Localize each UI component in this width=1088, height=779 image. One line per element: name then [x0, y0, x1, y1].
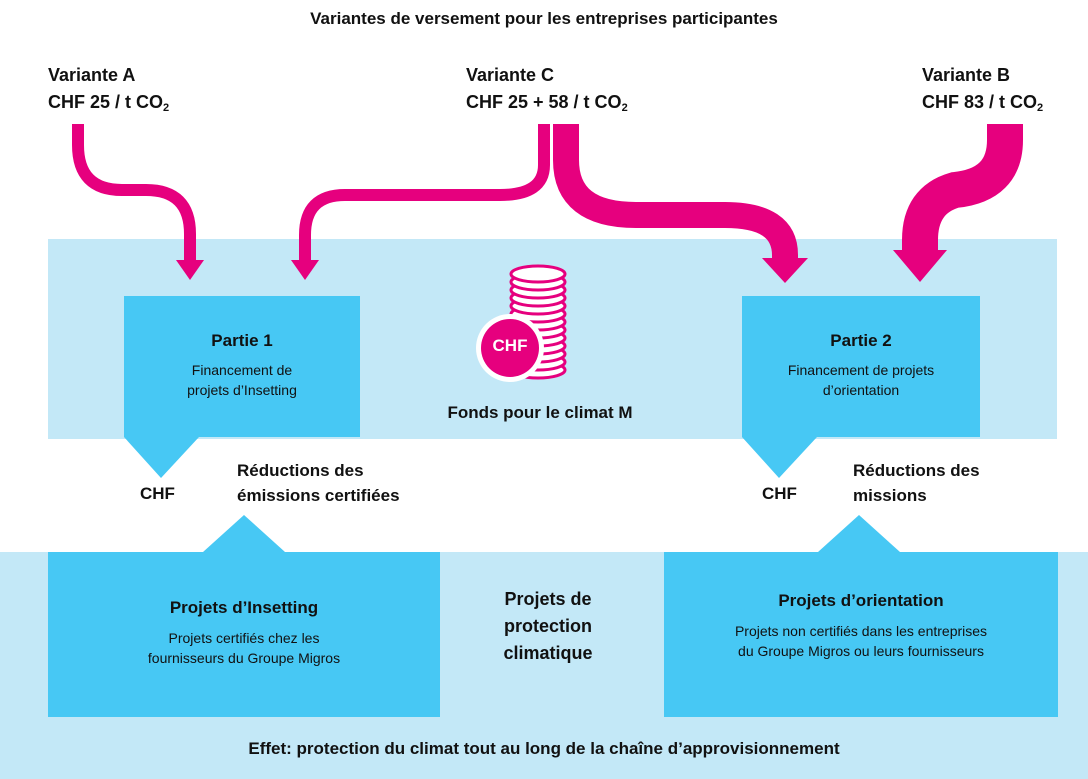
coin-face [481, 319, 539, 377]
arrow-b-head [893, 250, 947, 282]
variant-c-label: Variante C CHF 25 + 58 / t CO2 [466, 62, 628, 122]
insetting-title: Projets d’Insetting [169, 598, 319, 617]
part1-panel-chevron [124, 437, 199, 478]
part1-panel-box [124, 296, 360, 437]
part2-panel-box [742, 296, 980, 437]
insetting-desc-line1: Projets certifiés chez les [168, 630, 320, 646]
left-reduction-line2: émissions certifiées [237, 486, 400, 505]
variant-b-label: Variante B CHF 83 / t CO2 [922, 62, 1043, 122]
part2-panel-chevron [742, 437, 817, 478]
insetting-panel-tab [203, 515, 285, 552]
variant-a-name: Variante A [48, 65, 136, 85]
left-chf-label: CHF [140, 484, 175, 503]
orientation-text: Projets d’orientation Projets non certif… [664, 591, 1058, 661]
left-reduction-line1: Réductions des [237, 461, 364, 480]
part1-desc-line1: Financement de [191, 362, 293, 378]
insetting-desc-line2: fournisseurs du Groupe Migros [147, 650, 341, 666]
variant-b-price: CHF 83 / t CO2 [922, 92, 1044, 114]
insetting-text: Projets d’Insetting Projets certifiés ch… [48, 598, 440, 668]
arrow-c-to-part2-line [553, 124, 798, 260]
part1-text: Partie 1 Financement de projets d’Insett… [124, 331, 360, 400]
effect-label: Effet: protection du climat tout au long… [248, 739, 840, 758]
part2-desc-line2: d’orientation [822, 382, 900, 398]
right-reduction-label: Réductions des missions [853, 458, 980, 508]
part2-desc-line1: Financement de projets [787, 362, 935, 378]
arrow-a-to-part1-line [72, 124, 196, 262]
variant-a-label: Variante A CHF 25 / t CO2 [48, 62, 169, 122]
arrow-c-part1-head [291, 260, 319, 280]
orientation-title: Projets d’orientation [778, 591, 944, 610]
climate-protection-label: Projets de protection climatique [458, 586, 638, 667]
arrow-c-to-part1-line [299, 124, 550, 262]
climate-protection-line3: climatique [503, 643, 593, 663]
part1-panel [124, 296, 360, 478]
fund-label: Fonds pour le climat M [447, 403, 633, 422]
coin-stack-icon [476, 264, 567, 382]
orientation-panel-box [664, 552, 1058, 717]
orientation-desc-line1: Projets non certifiés dans les entrepris… [734, 623, 988, 639]
arrow-a-head [176, 260, 204, 280]
insetting-panel [48, 515, 440, 717]
variant-b-name: Variante B [922, 65, 1011, 85]
arrow-b-to-part2-line [902, 124, 1023, 252]
right-chf-label: CHF [762, 484, 797, 503]
climate-protection-line1: Projets de [504, 589, 592, 609]
arrow-c-part2-head [762, 258, 808, 283]
orientation-panel [664, 515, 1058, 717]
variant-c-price: CHF 25 + 58 / t CO2 [466, 92, 628, 114]
variant-a-price: CHF 25 / t CO2 [48, 92, 170, 114]
coin-label: CHF [492, 336, 528, 355]
right-reduction-line1: Réductions des [853, 461, 980, 480]
left-reduction-label: Réductions des émissions certifiées [237, 458, 400, 508]
climate-protection-line2: protection [504, 616, 592, 636]
part2-panel [742, 296, 980, 478]
diagram-title: Variantes de versement pour les entrepri… [310, 9, 778, 28]
part2-title: Partie 2 [830, 331, 892, 350]
part2-text: Partie 2 Financement de projets d’orient… [742, 331, 980, 400]
part1-title: Partie 1 [211, 331, 273, 350]
part1-desc-line2: projets d’Insetting [187, 382, 297, 398]
variant-c-name: Variante C [466, 65, 555, 85]
flow-arrows [72, 124, 1023, 283]
insetting-panel-box [48, 552, 440, 717]
orientation-panel-tab [818, 515, 900, 552]
orientation-desc-line2: du Groupe Migros ou leurs fournisseurs [738, 643, 984, 659]
right-reduction-line2: missions [853, 486, 927, 505]
